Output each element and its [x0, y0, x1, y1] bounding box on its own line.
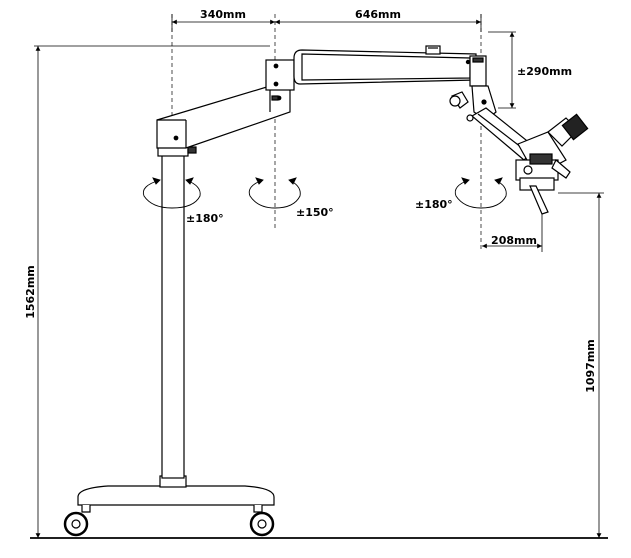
caster-fork-right	[253, 505, 263, 513]
handle	[529, 185, 549, 215]
middle-rotation-label: ±150°	[296, 206, 334, 219]
upper-arm	[265, 45, 487, 91]
caster-hub-left	[71, 519, 81, 529]
column	[157, 145, 197, 479]
caster-wheels	[63, 511, 275, 537]
column-tube	[161, 153, 185, 479]
eyepiece	[561, 113, 589, 141]
rotation-indicators	[142, 177, 507, 209]
optics-offset-label: 208mm	[491, 234, 537, 247]
assistant-port	[551, 159, 571, 179]
span-right-label: 646mm	[355, 8, 401, 21]
head-rotation-label: ±180°	[415, 198, 453, 211]
column-rotation-label: ±180°	[186, 212, 224, 225]
base-plate	[77, 485, 275, 506]
optics-height-label: 1097mm	[584, 339, 597, 393]
column-lock-knob	[187, 146, 197, 154]
focus-knob	[529, 153, 553, 165]
stand-base	[77, 475, 275, 513]
caster-hub-right	[257, 519, 267, 529]
caster-fork-left	[81, 505, 91, 513]
middle-rotation-arc	[248, 177, 301, 209]
upper-arm-panel	[301, 53, 471, 81]
total-height-label: 1562mm	[24, 265, 37, 319]
upper-arm-left-joint	[265, 59, 295, 91]
head-rotation-arc	[454, 177, 507, 209]
dimension-lines	[34, 14, 604, 538]
vertical-travel-label: ±290mm	[517, 65, 572, 78]
microscope-head	[449, 85, 589, 215]
upper-arm-adjust-knob	[425, 45, 441, 55]
lower-arm	[156, 85, 291, 149]
column-rotation-arc	[142, 177, 201, 209]
span-left-label: 340mm	[200, 8, 246, 21]
